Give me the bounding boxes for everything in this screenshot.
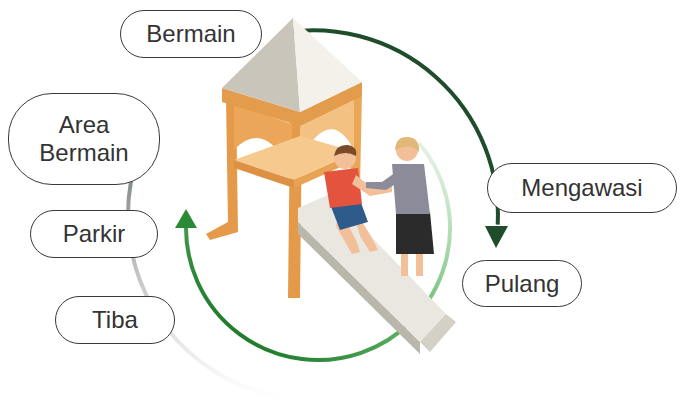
pill-label: Mengawasi [487, 163, 677, 213]
adult-leg [401, 252, 408, 276]
adult-skirt [396, 212, 434, 254]
label-text: Pulang [485, 270, 560, 298]
pill-label: Parkir [30, 210, 158, 258]
tower-platform [234, 160, 294, 188]
tower-post [206, 98, 238, 240]
pill-label: Bermain [120, 10, 262, 58]
adult-leg [416, 252, 423, 276]
label-text: Parkir [63, 220, 126, 248]
pill-label: Area Bermain [8, 93, 160, 185]
faded-arc [128, 152, 281, 397]
label-text: Tiba [92, 306, 138, 334]
roof-face [293, 18, 362, 112]
adult-top [392, 164, 430, 214]
arrow-head [485, 226, 508, 248]
child-hair [334, 145, 356, 156]
label-text: Mengawasi [521, 174, 642, 202]
pill-label: Tiba [55, 296, 175, 344]
adult-arm [366, 172, 402, 190]
adult-hair [395, 137, 419, 152]
label-text: Bermain [146, 20, 235, 48]
pill-label: Pulang [462, 260, 582, 307]
slide-lip [420, 314, 456, 352]
green-cycle-arc [186, 143, 450, 360]
arrow-head [175, 209, 197, 228]
child-shirt [324, 168, 362, 208]
slide-surface [298, 194, 446, 342]
label-text: Area Bermain [23, 111, 145, 166]
